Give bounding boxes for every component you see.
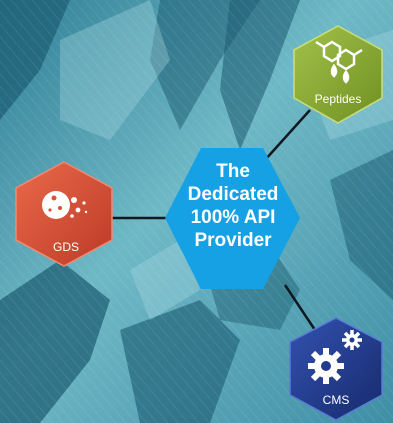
connector-cms (283, 284, 317, 331)
center-hexagon (165, 148, 300, 289)
molecule-icon (315, 40, 363, 84)
cms-label: CMS (322, 393, 350, 407)
gears-icon (308, 330, 362, 384)
connector-peptides (264, 109, 311, 161)
gds-label: GDS (52, 240, 79, 254)
center-line-1: The (216, 161, 250, 182)
center-line-2: Dedicated (187, 184, 279, 205)
peptides-node[interactable] (293, 25, 383, 124)
cms-node[interactable] (289, 317, 383, 421)
peptides-label: Peptides (314, 92, 362, 106)
gds-node[interactable] (15, 161, 113, 267)
center-line-4: Provider (194, 230, 272, 251)
particles-icon (42, 191, 88, 219)
center-title: The Dedicated 100% API Provider (158, 160, 308, 252)
center-line-3: 100% API (190, 207, 276, 228)
connectors (112, 109, 317, 331)
